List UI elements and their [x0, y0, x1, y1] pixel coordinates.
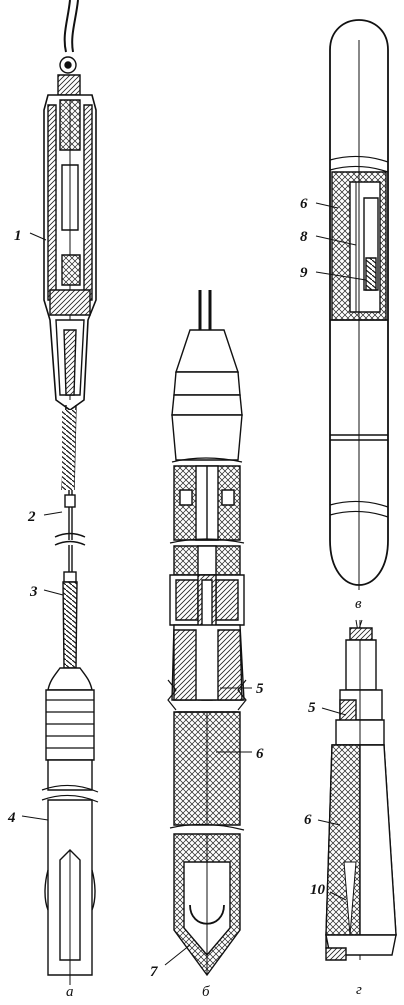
captions: а б в г	[66, 596, 362, 1000]
drawing-b	[164, 290, 252, 977]
callout-7: 7	[150, 964, 158, 980]
callout-8: 8	[300, 229, 308, 245]
caption-a: а	[66, 984, 74, 1000]
callout-6-g: 6	[304, 812, 312, 828]
callout-2: 2	[27, 509, 36, 525]
caption-b: б	[202, 984, 210, 1000]
callout-labels: 1 2 3 4 5 6 7 6 8 9 5 6 10	[7, 196, 326, 980]
callout-9: 9	[300, 265, 308, 281]
drawing-g	[317, 619, 397, 961]
callout-5-b: 5	[256, 681, 264, 697]
callout-6-b: 6	[256, 746, 264, 762]
callout-6-v: 6	[300, 196, 308, 212]
callout-4: 4	[7, 810, 16, 826]
callout-10: 10	[310, 882, 326, 898]
callout-5-g: 5	[308, 700, 316, 716]
callout-3: 3	[29, 584, 38, 600]
drawing-v	[315, 19, 389, 590]
caption-v: в	[355, 596, 362, 612]
caption-g: г	[356, 982, 362, 998]
drawing-a	[21, 0, 99, 985]
callout-1: 1	[14, 228, 22, 244]
